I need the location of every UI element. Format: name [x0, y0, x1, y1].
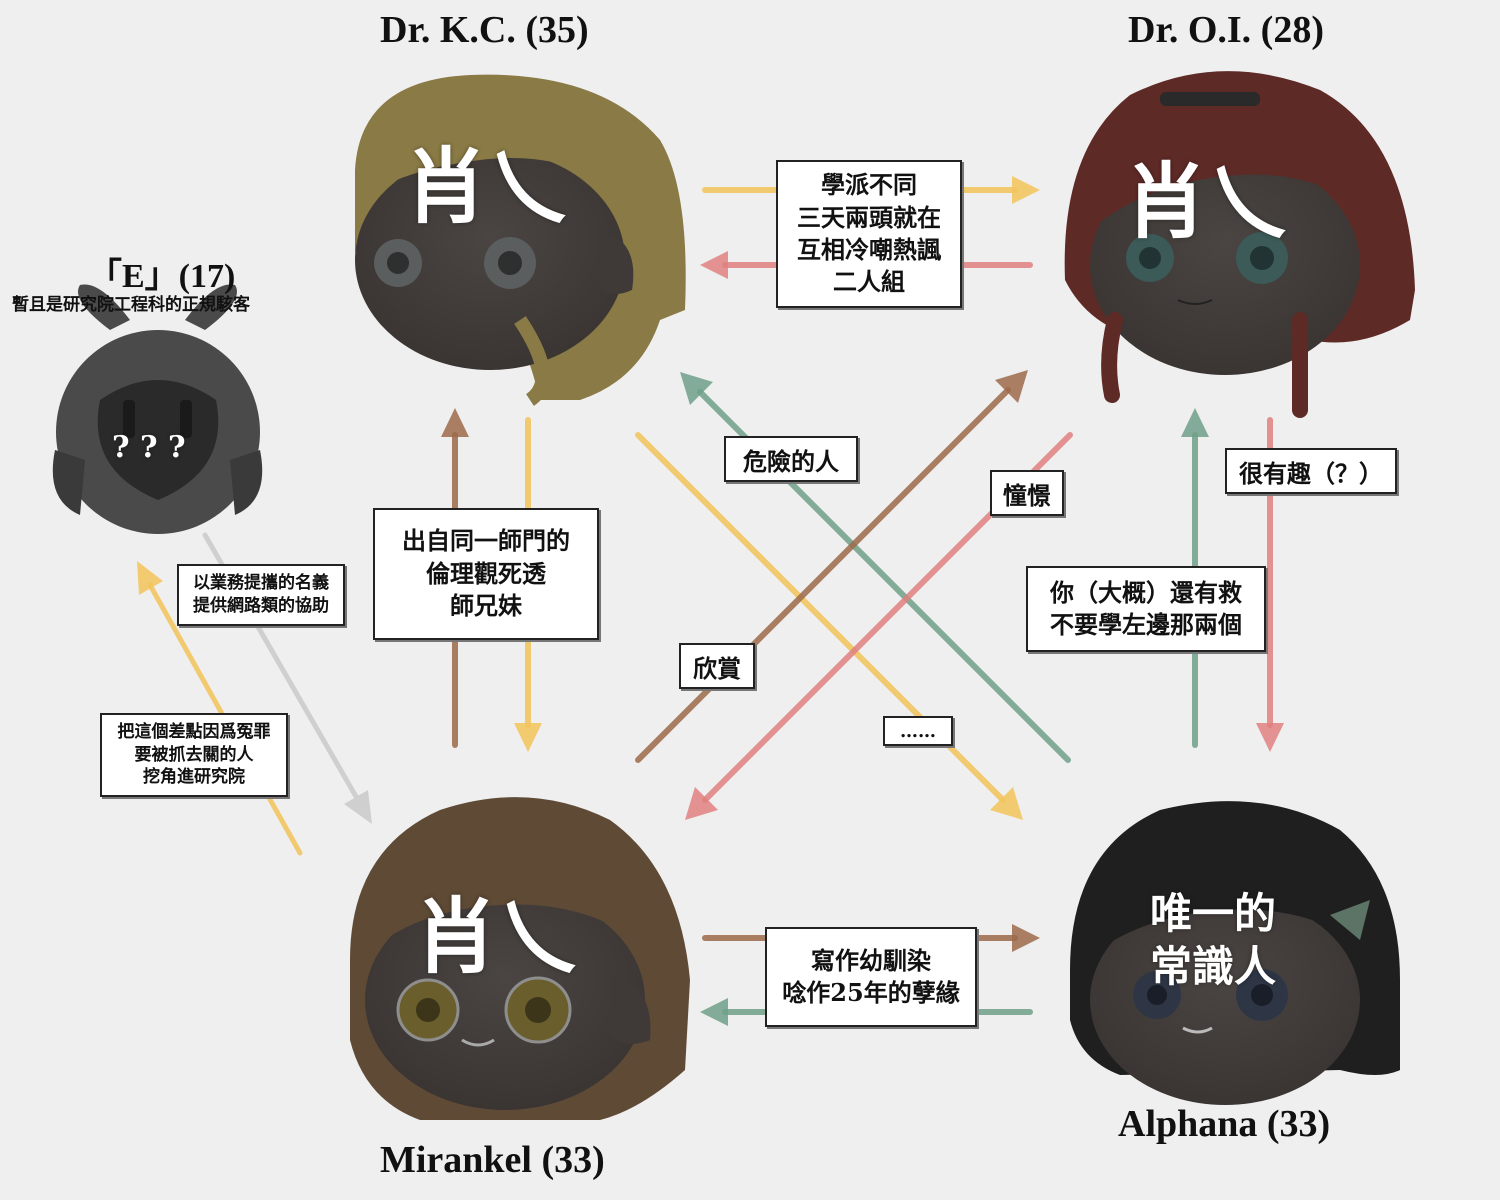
label-oi-alphana: 很有趣（？） [1225, 448, 1397, 494]
character-kc-head [355, 74, 686, 406]
label-mirankel-alphana: 寫作幼馴染 唸作25年的孽緣 [765, 927, 977, 1027]
arrow-mirankel-to-oi [635, 370, 1028, 763]
name-alphana: Alphana (33) [1118, 1103, 1331, 1145]
label-alphana-kc: 危險的人 [724, 436, 858, 482]
name-e: 「E」(17) [88, 258, 236, 295]
e-subtitle: 暫且是研究院工程科的正規駭客 [12, 295, 250, 315]
label-oi-mirankel: 憧憬 [990, 470, 1064, 516]
character-oi-head [1064, 71, 1415, 418]
character-mirankel-head [350, 797, 690, 1120]
character-alphana-head [1070, 801, 1400, 1105]
e-mask-text: ? ? ? [112, 430, 186, 465]
stamp-oi: 肖乀 [1125, 154, 1290, 250]
name-oi: Dr. O.I. (28) [1128, 9, 1324, 51]
label-mirankel-e: 把這個差點因爲冤罪 要被抓去關的人 挖角進研究院 [100, 713, 288, 797]
stamp-alphana: 唯一的 常識人 [1150, 889, 1277, 991]
stamp-mirankel: 肖乀 [415, 889, 580, 985]
label-kc-oi: 學派不同 三天兩頭就在 互相冷嘲熱諷 二人組 [776, 160, 962, 308]
character-e-helmet [52, 284, 263, 534]
arrow-kc-to-alphana [635, 432, 1023, 820]
label-mirankel-oi: 欣賞 [679, 643, 755, 689]
stamp-kc: 肖乀 [405, 139, 570, 235]
label-kc-alphana: …… [883, 716, 953, 746]
label-alphana-oi: 你（大概）還有救 不要學左邊那兩個 [1026, 566, 1266, 652]
arrow-alphana-to-kc [680, 372, 1071, 763]
label-kc-mirankel: 出自同一師門的 倫理觀死透 師兄妹 [373, 508, 599, 640]
name-kc: Dr. K.C. (35) [380, 9, 589, 51]
label-e-mirankel: 以業務提攜的名義 提供網路類的協助 [177, 564, 345, 626]
name-mirankel: Mirankel (33) [380, 1139, 605, 1181]
